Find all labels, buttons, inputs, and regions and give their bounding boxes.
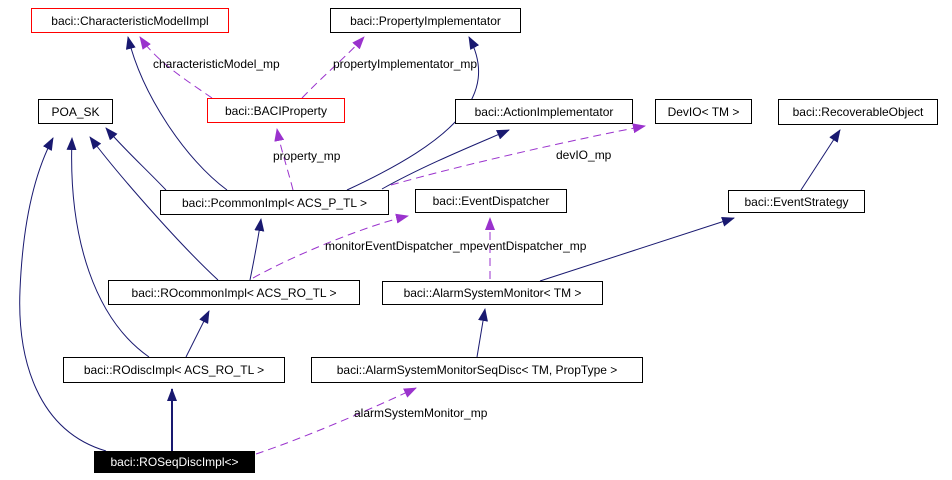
edge-label-devio-mp: devIO_mp [556,148,612,162]
node-property-implementator[interactable]: baci::PropertyImplementator [330,8,521,33]
node-alarm-system-monitor[interactable]: baci::AlarmSystemMonitor< TM > [382,281,603,305]
edge-label-monitor-event-dispatcher-mp: monitorEventDispatcher_mp [325,239,477,253]
edge-inherit-alarmsystemmonitor-eventstrategy [539,216,735,282]
edge-inherit-roseqdiscimpl-poa-sk [19,137,107,452]
edge-inherit-pcommonimpl-poa-sk [105,127,167,191]
edge-usage-propertyimplementator-mp [301,36,365,99]
edge-inherit-rocommonimpl-pcommonimpl [249,218,265,281]
node-characteristic-model-impl[interactable]: baci::CharacteristicModelImpl [31,8,229,33]
edge-usage-monitoreventdispatcher-mp [252,213,409,279]
node-label: baci::EventDispatcher [432,194,550,208]
node-label: baci::PropertyImplementator [350,13,501,28]
node-event-dispatcher[interactable]: baci::EventDispatcher [415,189,567,213]
edge-inherit-rocommonimpl-poa-sk [89,136,219,281]
edge-label-event-dispatcher-mp: eventDispatcher_mp [476,239,587,253]
node-label: baci::PcommonImpl< ACS_P_TL > [182,195,367,210]
node-baci-property[interactable]: baci::BACIProperty [207,98,345,123]
edge-label-characteristic-model-mp: characteristicModel_mp [153,57,280,71]
edge-inherit-pcommonimpl-actionimplementator [381,129,510,190]
node-recoverable-object[interactable]: baci::RecoverableObject [778,99,938,125]
edge-inherit-rodiscimpl-rocommonimpl [185,310,210,358]
edge-label-dispatchers: monitorEventDispatcher_mpeventDispatcher… [325,239,586,253]
node-label: baci::ROcommonImpl< ACS_RO_TL > [131,285,337,300]
node-label: baci::CharacteristicModelImpl [51,13,209,28]
node-rocommon-impl[interactable]: baci::ROcommonImpl< ACS_RO_TL > [108,280,360,305]
node-rodisc-impl[interactable]: baci::ROdiscImpl< ACS_RO_TL > [63,357,285,383]
edge-label-property-mp: property_mp [273,149,341,163]
edge-label-property-implementator-mp: propertyImplementator_mp [333,57,478,71]
edge-usage-characteristicmodel-mp [139,36,213,99]
node-label: baci::ROSeqDiscImpl<> [110,455,239,469]
node-label: baci::AlarmSystemMonitorSeqDisc< TM, Pro… [336,363,618,377]
node-label: DevIO< TM > [667,104,740,119]
node-label: baci::ROdiscImpl< ACS_RO_TL > [83,363,265,377]
node-label: baci::AlarmSystemMonitor< TM > [403,286,582,300]
node-label: baci::RecoverableObject [792,105,924,119]
node-label: baci::BACIProperty [224,103,328,118]
edge-usage-devio-mp [390,123,646,186]
edge-inherit-rodiscimpl-poa-sk [66,137,150,358]
edge-inherit-alarmsystemmonitorseqdisc-alarmsystemmonitor [476,308,488,358]
node-label: POA_SK [51,104,100,119]
node-alarm-system-monitor-seq-disc[interactable]: baci::AlarmSystemMonitorSeqDisc< TM, Pro… [311,357,643,383]
node-pcommon-impl[interactable]: baci::PcommonImpl< ACS_P_TL > [160,190,389,215]
edge-label-alarm-system-monitor-mp: alarmSystemMonitor_mp [354,406,488,420]
edge-inherit-eventstrategy-recoverableobject [800,129,841,191]
node-action-implementator[interactable]: baci::ActionImplementator [455,99,633,124]
node-label: baci::ActionImplementator [474,104,614,119]
node-label: baci::EventStrategy [744,194,849,209]
edge-usage-alarmsystemmonitor-mp [255,387,417,455]
node-devio-tm[interactable]: DevIO< TM > [655,99,752,124]
node-event-strategy[interactable]: baci::EventStrategy [728,190,865,213]
edge-usage-property-mp [274,128,294,191]
edge-inherit-pcommonimpl-characteristicmodelimpl [125,36,228,191]
node-poa-sk[interactable]: POA_SK [38,99,113,124]
node-roseq-disc-impl: baci::ROSeqDiscImpl<> [94,451,255,473]
